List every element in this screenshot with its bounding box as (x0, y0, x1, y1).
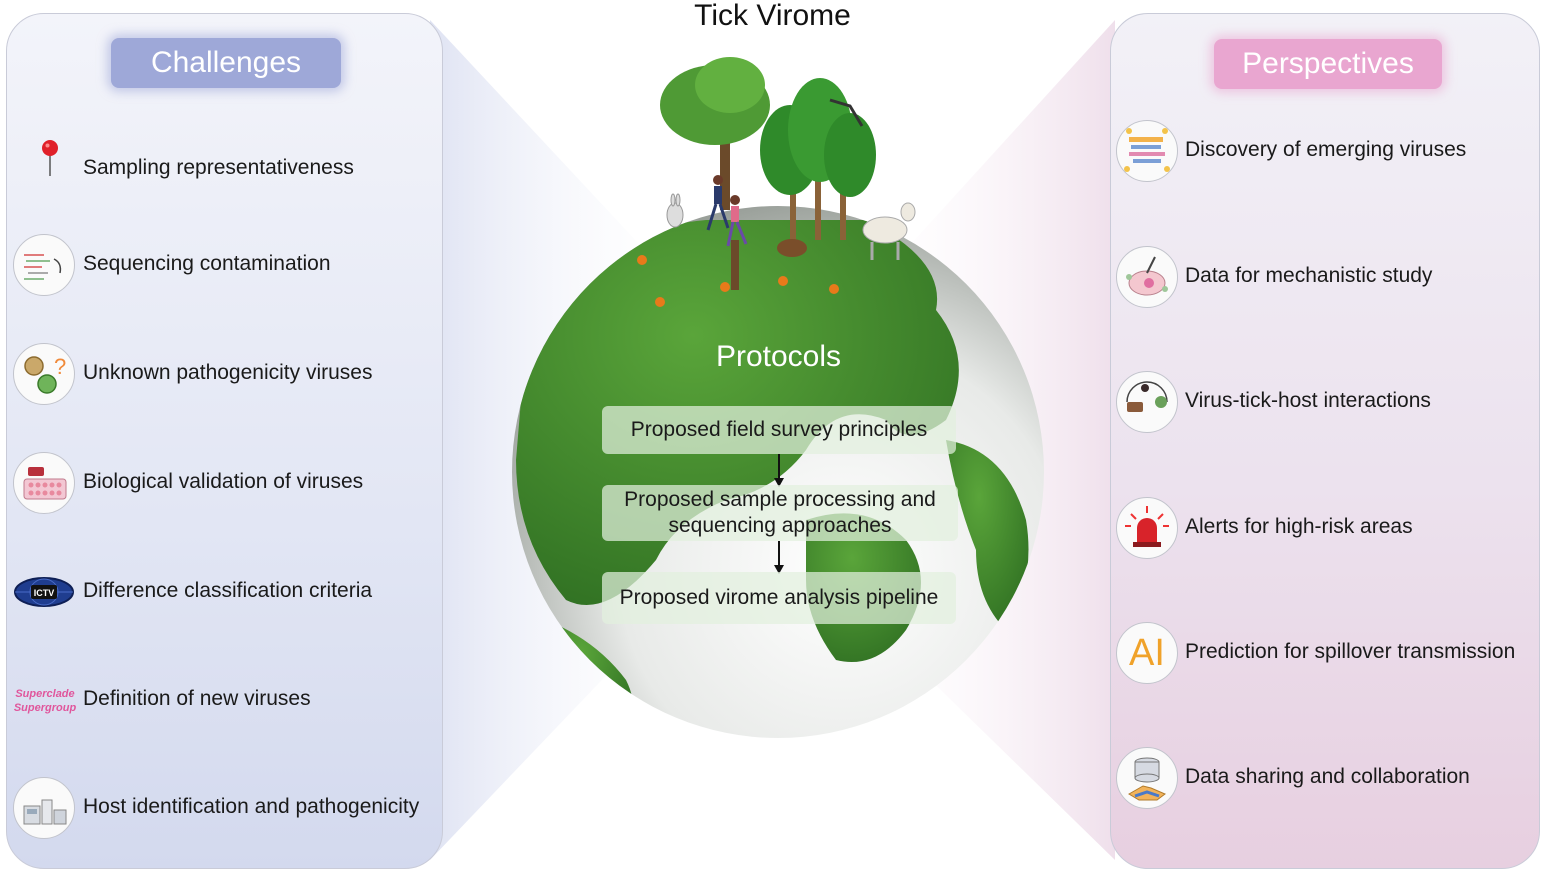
challenges-panel: Challenges Sampling representativeness S… (6, 13, 443, 869)
tick-icon (655, 297, 665, 307)
arrow-down-icon (774, 541, 784, 574)
ticks-illustration (637, 255, 839, 307)
svg-text:?: ? (54, 354, 66, 379)
perspective-label: Data sharing and collaboration (1185, 765, 1470, 788)
perspective-item-alerts: Alerts for high-risk areas (1111, 497, 1539, 561)
challenge-label: Sampling representativeness (83, 156, 354, 179)
perspectives-header: Perspectives (1214, 39, 1442, 89)
sequence-reads-icon (13, 234, 75, 296)
challenge-item-biological-validation: Biological validation of viruses (7, 452, 442, 516)
superclade-text-icon: Superclade Supergroup (13, 669, 76, 731)
challenge-label: Host identification and pathogenicity (83, 795, 420, 818)
protocols-title: Protocols (715, 340, 842, 373)
arrow-down-icon (774, 454, 784, 487)
perspective-item-mechanistic: Data for mechanistic study (1111, 246, 1539, 310)
perspective-label: Alerts for high-risk areas (1185, 515, 1413, 538)
lab-instruments-icon (13, 777, 75, 839)
ai-icon-text: AI (1129, 632, 1165, 674)
tick-icon (829, 284, 839, 294)
challenge-label: Biological validation of viruses (83, 470, 364, 493)
perspective-label: Virus-tick-host interactions (1185, 389, 1431, 412)
challenge-label: Difference classification criteria (83, 579, 373, 602)
perspective-item-interactions: Virus-tick-host interactions (1111, 371, 1539, 435)
tick-icon (637, 255, 647, 265)
ictv-text: ICTV (34, 588, 55, 598)
diagram-title: Tick Virome (694, 0, 851, 32)
map-pin-icon (13, 138, 75, 200)
perspective-label: Data for mechanistic study (1185, 264, 1433, 287)
superclade-line: Superclade (15, 688, 75, 700)
challenges-header: Challenges (111, 38, 341, 88)
alarm-siren-icon (1116, 497, 1178, 559)
landmass-east (946, 440, 1029, 630)
protocol-step-field-survey: Proposed field survey principles (602, 406, 956, 454)
challenge-item-classification: ICTV Difference classification criteria (7, 561, 442, 625)
rabbit-icon (666, 193, 684, 228)
challenge-item-new-viruses: Superclade Supergroup Definition of new … (7, 669, 442, 733)
perspective-item-prediction: AI Prediction for spillover transmission (1111, 622, 1539, 686)
cell-culture-plate-icon (13, 452, 75, 514)
challenge-label: Unknown pathogenicity viruses (83, 361, 373, 384)
challenge-label: Sequencing contamination (83, 252, 331, 275)
tree-left-icon (660, 57, 770, 210)
supergroup-line: Supergroup (13, 702, 77, 714)
protocol-step-analysis-pipeline: Proposed virome analysis pipeline (602, 572, 956, 624)
tree-cluster-icon (760, 78, 876, 240)
mechanistic-cell-icon (1116, 246, 1178, 308)
perspective-label: Discovery of emerging viruses (1185, 138, 1467, 161)
perspectives-panel: Perspectives Discovery of emerging virus… (1110, 13, 1540, 869)
perspective-label: Prediction for spillover transmission (1185, 640, 1516, 663)
scene-illustration (660, 57, 916, 260)
database-handshake-icon (1116, 747, 1178, 809)
goat-icon (862, 202, 916, 260)
host-interaction-icon (1116, 371, 1178, 433)
genome-discovery-icon (1116, 120, 1178, 182)
challenge-item-host-identification: Host identification and pathogenicity (7, 777, 442, 841)
challenge-item-sampling: Sampling representativeness (7, 138, 442, 202)
bird-icon (829, 98, 864, 127)
hedgehog-icon (777, 239, 807, 257)
tick-icon (720, 282, 730, 292)
virus-question-icon: ? (13, 343, 75, 405)
perspective-item-discovery: Discovery of emerging viruses (1111, 120, 1539, 184)
protocol-step-sample-processing: Proposed sample processing and sequencin… (602, 485, 958, 541)
ictv-logo-icon: ICTV (13, 561, 75, 623)
challenge-label: Definition of new viruses (83, 687, 311, 710)
ai-icon: AI (1116, 622, 1178, 684)
trees-icon (731, 240, 739, 290)
perspective-item-data-sharing: Data sharing and collaboration (1111, 747, 1539, 811)
runners-icon (706, 175, 748, 247)
challenge-item-contamination: Sequencing contamination (7, 234, 442, 298)
challenge-item-unknown-pathogenicity: ? Unknown pathogenicity viruses (7, 343, 442, 407)
tick-icon (778, 276, 788, 286)
